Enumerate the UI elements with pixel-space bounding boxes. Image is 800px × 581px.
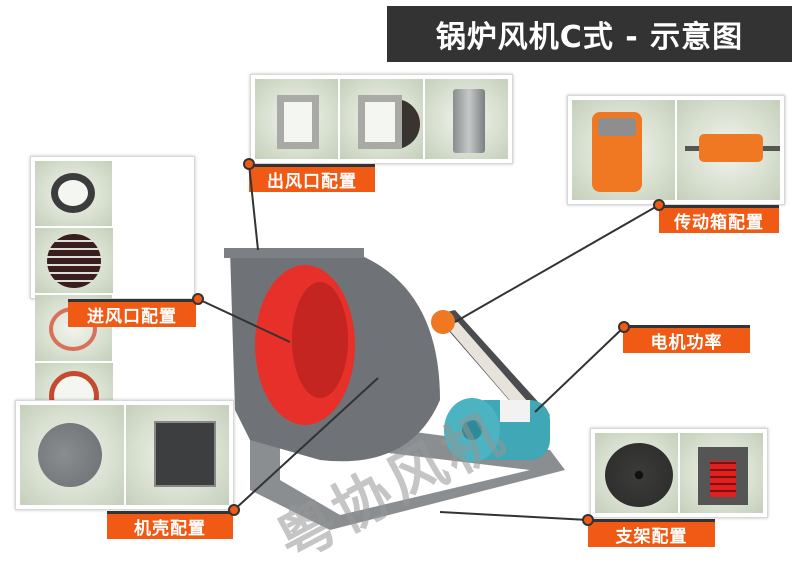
access-door-panel-image [125,405,229,505]
motor-power-label[interactable]: 电机功率 [623,325,750,353]
inlet-ring-flange-image [35,161,112,226]
cylindrical-duct-image [425,79,508,159]
inlet-config-panel [30,156,195,429]
frame-config-panel [590,428,768,518]
spring-isolator-image [680,433,763,513]
housing-callout-dot [228,504,240,516]
transmission-callout-dot [653,199,665,211]
frame-callout-dot [582,514,594,526]
bearing-box-assembly-image [572,100,675,200]
housing-cutaway-image [20,405,124,505]
housing-config-panel [15,400,234,510]
inlet-callout-dot [192,293,204,305]
transmission-config-panel [567,95,785,205]
outlet-config-panel [250,74,513,164]
outlet-config-label[interactable]: 出风口配置 [249,164,375,192]
motor-callout-dot [618,321,630,333]
inlet-grill-mesh-image [35,228,113,293]
rubber-damper-pad-image [595,433,678,513]
page-title: 锅炉风机C式 - 示意图 [387,6,792,62]
rectangular-flange-image [255,79,338,159]
inlet-config-label[interactable]: 进风口配置 [68,299,196,327]
frame-config-label[interactable]: 支架配置 [588,519,715,547]
transmission-config-label[interactable]: 传动箱配置 [659,205,779,233]
shaft-bearing-housing-image [677,100,780,200]
outlet-callout-dot [243,158,255,170]
housing-config-label[interactable]: 机壳配置 [107,511,233,539]
flange-with-damper-image [340,79,423,159]
